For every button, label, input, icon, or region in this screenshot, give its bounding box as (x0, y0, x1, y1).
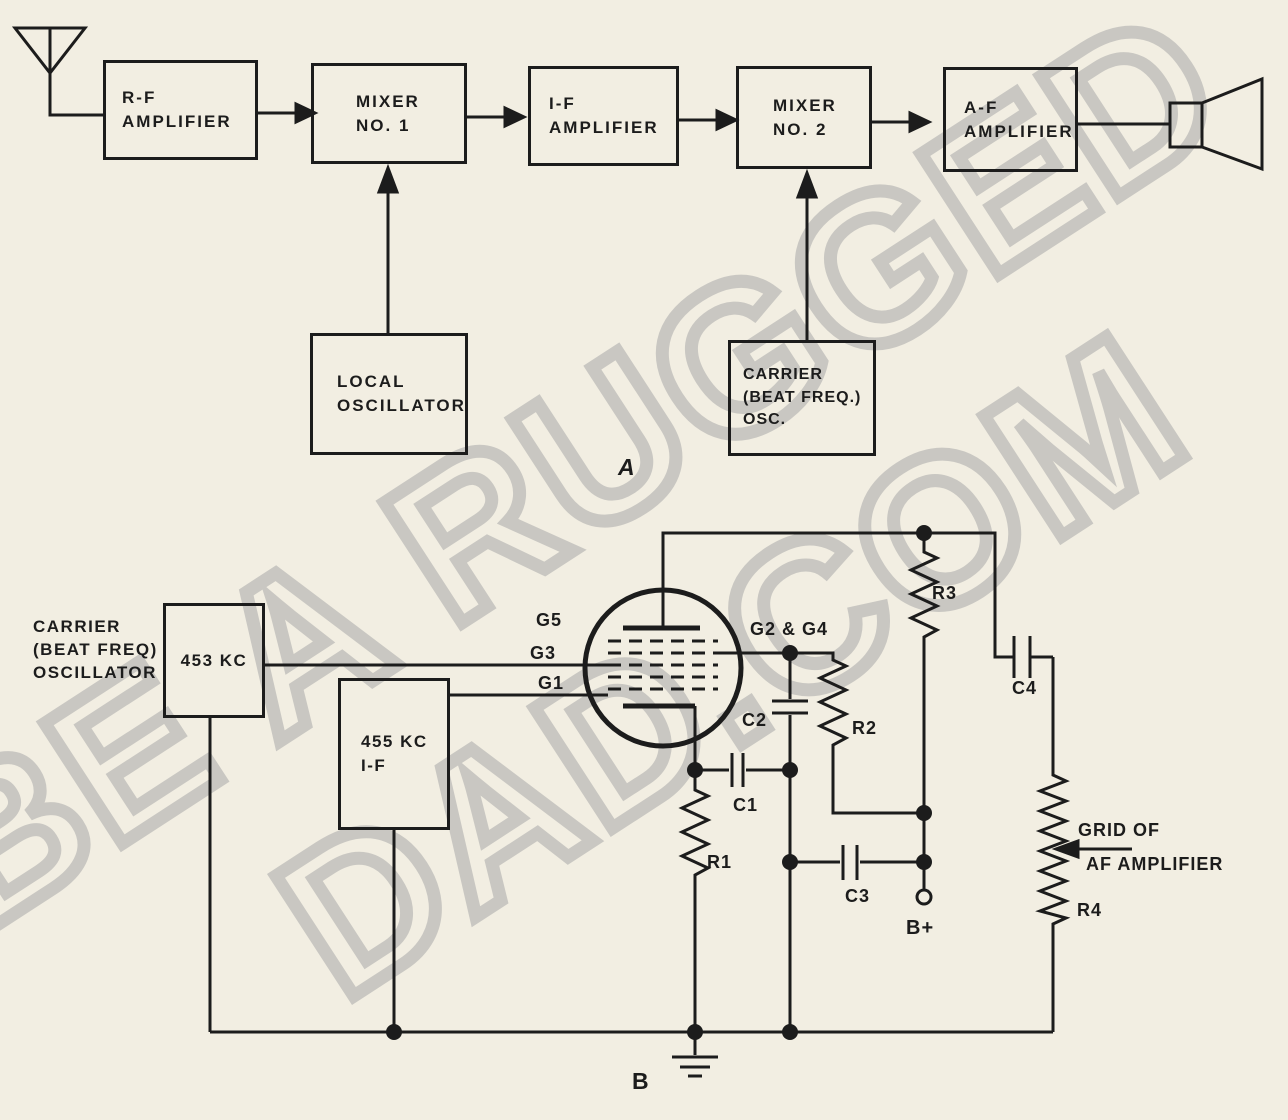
block-if-amplifier: I-F AMPLIFIER (528, 66, 679, 166)
capacitor-c3-symbol (790, 845, 924, 880)
box-453kc-oscillator: 453 KC (163, 603, 265, 718)
box-453kc-label: 453 KC (180, 650, 248, 670)
block-mixer-1: MIXER NO. 1 (311, 63, 467, 164)
label-r1: R1 (707, 852, 733, 872)
block-mixer-1-label: MIXER NO. 1 (356, 91, 420, 135)
antenna-icon (11, 26, 103, 117)
block-if-amplifier-label: I-F AMPLIFIER (549, 94, 659, 137)
pentagrid-tube-icon (582, 587, 744, 749)
arrow-local-osc-to-mixer1 (376, 163, 400, 333)
label-c3: C3 (845, 886, 871, 906)
terminal-circle-icon (915, 888, 933, 906)
block-mixer-2-label: MIXER NO. 2 (773, 95, 837, 139)
block-rf-amplifier-label: R-F AMPLIFIER (122, 88, 232, 131)
signal-arrow-if-to-mixer2 (679, 108, 740, 132)
label-g3: G3 (530, 643, 557, 663)
annotation-af-amplifier: AF AMPLIFIER (1086, 854, 1224, 874)
label-c4: C4 (1012, 678, 1038, 698)
label-c2: C2 (742, 710, 768, 730)
block-local-oscillator: LOCAL OSCILLATOR (310, 333, 468, 455)
capacitor-c4-symbol (1012, 636, 1053, 678)
block-local-oscillator-label: LOCAL OSCILLATOR (337, 372, 466, 415)
annotation-grid-of: GRID OF (1078, 820, 1160, 840)
capacitor-c2-symbol (772, 653, 808, 770)
label-g5: G5 (536, 610, 563, 630)
signal-arrow-rf-to-mixer1 (258, 101, 319, 125)
figure-b-label: B (632, 1068, 649, 1094)
box-455kc-if: 455 KC I-F (338, 678, 450, 830)
arrow-carrier-osc-to-mixer2 (795, 168, 819, 340)
box-455kc-label: 455 KC I-F (361, 732, 428, 775)
block-carrier-oscillator: CARRIER (BEAT FREQ.) OSC. (728, 340, 876, 456)
resistor-r3-symbol (907, 533, 941, 890)
speaker-icon (1168, 76, 1264, 172)
block-af-amplifier: A-F AMPLIFIER (943, 67, 1078, 172)
figure-a-label: A (618, 454, 635, 480)
resistor-r4-symbol (1035, 657, 1071, 1032)
wire-plate-top-rail (661, 531, 1014, 659)
label-c1: C1 (733, 795, 759, 815)
label-g2-g4: G2 & G4 (750, 619, 829, 639)
block-mixer-2: MIXER NO. 2 (736, 66, 872, 169)
carrier-oscillator-caption: CARRIER (BEAT FREQ) OSCILLATOR (33, 617, 158, 682)
block-carrier-oscillator-label: CARRIER (BEAT FREQ.) OSC. (743, 366, 862, 429)
label-g1: G1 (538, 673, 565, 693)
label-r4: R4 (1077, 900, 1103, 920)
label-r2: R2 (852, 718, 878, 738)
grid-of-af-arrow (1051, 838, 1132, 860)
resistor-r2-symbol (790, 651, 924, 815)
resistor-r1-symbol (678, 770, 712, 1032)
label-b-plus: B+ (906, 917, 935, 939)
block-af-amplifier-label: A-F AMPLIFIER (964, 97, 1074, 141)
block-rf-amplifier: R-F AMPLIFIER (103, 60, 258, 160)
junction-dots (386, 525, 932, 1040)
signal-arrow-mixer2-to-af (872, 110, 933, 134)
capacitor-c1-symbol (695, 753, 790, 787)
signal-arrow-mixer1-to-if (467, 105, 528, 129)
label-r3: R3 (932, 583, 958, 603)
